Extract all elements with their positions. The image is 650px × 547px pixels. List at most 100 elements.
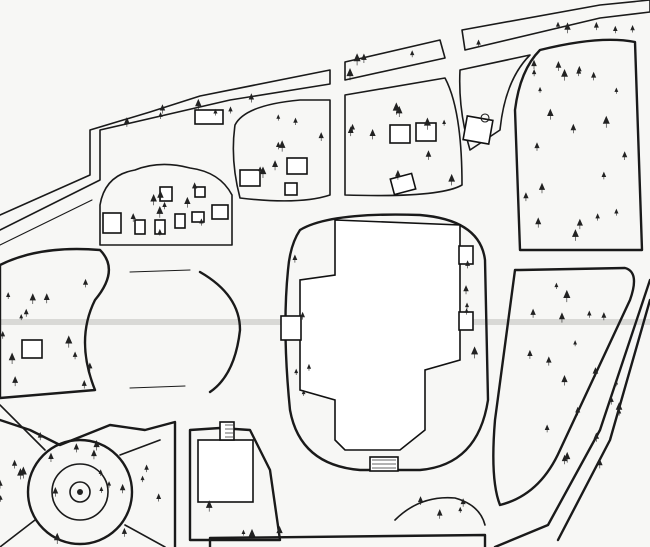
tree-icon xyxy=(614,208,619,216)
tree-icon xyxy=(531,69,537,77)
tree-icon xyxy=(573,340,578,347)
tree-icon xyxy=(527,349,533,359)
park-ne xyxy=(513,38,644,252)
tree-icon xyxy=(272,160,279,171)
compound-enclosure xyxy=(284,213,490,472)
roundabout-inner-ring xyxy=(51,463,109,521)
tree-icon xyxy=(162,201,167,210)
tree-icon xyxy=(417,496,424,506)
building-b3 xyxy=(389,172,417,196)
building-d2 xyxy=(134,219,146,235)
upper-middle-strip xyxy=(344,39,446,81)
building-s xyxy=(197,439,254,503)
tree-icon xyxy=(294,368,299,376)
tree-icon xyxy=(547,108,554,120)
tree-icon xyxy=(0,330,6,339)
upper-left-strip xyxy=(0,69,331,231)
tree-icon xyxy=(464,302,470,310)
tree-icon xyxy=(98,469,103,476)
roundabout-block-edge xyxy=(0,418,177,547)
main-building xyxy=(299,219,461,451)
tree-icon xyxy=(191,182,198,192)
tree-icon xyxy=(561,68,568,81)
tree-icon xyxy=(361,53,367,63)
tree-icon xyxy=(546,356,552,366)
gate-house xyxy=(194,109,224,125)
tree-icon xyxy=(159,104,166,114)
tree-icon xyxy=(241,529,246,536)
building-b2 xyxy=(415,122,437,142)
south-steps-hatch xyxy=(372,459,396,469)
plot-d xyxy=(99,163,233,246)
building-d4 xyxy=(174,213,186,229)
tree-icon xyxy=(93,439,100,451)
curved-bed-e xyxy=(198,270,242,394)
tree-icon xyxy=(23,308,29,317)
tree-icon xyxy=(156,493,162,502)
central-fountain xyxy=(69,481,91,503)
tree-icon xyxy=(130,213,136,222)
tree-icon xyxy=(278,140,286,152)
tree-icon xyxy=(19,466,27,479)
tree-icon xyxy=(538,182,546,194)
tree-icon xyxy=(52,487,59,497)
tree-icon xyxy=(555,61,562,71)
building-d6 xyxy=(211,204,229,220)
tree-icon xyxy=(107,481,112,488)
tree-icon xyxy=(6,292,11,299)
tree-icon xyxy=(248,528,256,541)
tree-icon xyxy=(530,308,536,318)
tree-icon xyxy=(561,454,568,465)
tree-icon xyxy=(157,190,164,202)
left-road-edge xyxy=(0,199,93,246)
tree-icon xyxy=(8,352,16,365)
tree-icon xyxy=(99,486,104,493)
tree-icon xyxy=(592,367,599,377)
tree-icon xyxy=(576,218,583,230)
tree-icon xyxy=(228,106,233,114)
building-d5 xyxy=(191,211,205,223)
tree-icon xyxy=(150,193,157,206)
diagonal-avenue-outer xyxy=(556,298,650,542)
tree-icon xyxy=(29,293,36,304)
tree-icon xyxy=(436,509,443,519)
park-e xyxy=(492,266,636,507)
tree-icon xyxy=(300,311,305,320)
tree-icon xyxy=(464,308,469,315)
tree-icon xyxy=(276,114,281,121)
tree-icon xyxy=(259,166,267,178)
tree-icon xyxy=(87,362,93,372)
tree-icon xyxy=(213,108,218,116)
tree-icon xyxy=(554,282,559,289)
tree-icon xyxy=(119,483,126,494)
tree-icon xyxy=(157,228,162,236)
central-upper-plots xyxy=(232,54,531,202)
tree-icon xyxy=(423,117,431,130)
south-road-edge xyxy=(208,533,487,547)
tree-icon xyxy=(19,313,24,321)
plot-a xyxy=(232,99,331,202)
tree-icon xyxy=(396,105,403,118)
tree-icon xyxy=(531,59,537,70)
tree-icon xyxy=(458,506,463,513)
tree-icon xyxy=(614,87,619,94)
tree-icon xyxy=(614,380,619,387)
building-a3 xyxy=(284,182,298,196)
well-c1 xyxy=(480,113,490,123)
bottom-middle-block xyxy=(188,421,487,547)
tree-icon xyxy=(523,192,529,202)
tree-icon xyxy=(460,498,466,507)
tree-icon xyxy=(544,424,550,433)
tree-icon xyxy=(564,22,571,34)
tree-icon xyxy=(293,117,298,125)
tree-icon xyxy=(199,218,204,226)
building-b1 xyxy=(389,124,411,144)
building-a1 xyxy=(286,157,308,175)
tree-icon xyxy=(563,289,571,303)
left-curved-garden xyxy=(0,247,242,400)
tree-icon xyxy=(156,206,164,218)
tree-icon xyxy=(613,25,618,34)
tree-icon xyxy=(12,376,19,387)
tree-icon xyxy=(81,380,87,389)
garden-w xyxy=(0,247,110,400)
